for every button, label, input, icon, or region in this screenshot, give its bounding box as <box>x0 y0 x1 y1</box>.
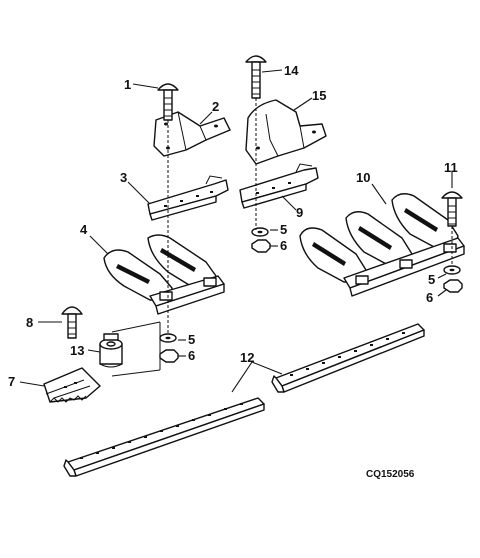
carriage-bolt-14 <box>245 55 267 99</box>
washer-5-right <box>443 265 461 275</box>
lock-nut-6-right <box>443 279 463 293</box>
wear-plate-3 <box>147 175 229 221</box>
callout-9: 9 <box>296 205 303 220</box>
lock-nut-6-middle <box>251 239 271 253</box>
wear-plate-9 <box>239 163 319 209</box>
callout-6-left: 6 <box>188 348 195 363</box>
knife-guard-double-4 <box>103 234 225 315</box>
figure-code: CQ152056 <box>366 469 415 480</box>
hex-nut-13 <box>99 333 123 368</box>
callout-7: 7 <box>8 374 15 389</box>
callout-10: 10 <box>356 170 370 185</box>
callout-1: 1 <box>124 77 131 92</box>
assembly-bracket-lines <box>111 321 161 377</box>
callout-6-right: 6 <box>426 290 433 305</box>
washer-5-left <box>159 333 177 343</box>
knife-back-bar-left <box>63 397 265 477</box>
leader-lines <box>19 69 453 393</box>
callout-11: 11 <box>444 160 458 175</box>
callout-6-middle: 6 <box>280 238 287 253</box>
hold-down-bracket-15 <box>245 99 327 165</box>
callout-15: 15 <box>312 88 326 103</box>
hold-down-clip-2 <box>153 111 231 157</box>
callout-5-middle: 5 <box>280 222 287 237</box>
knife-guard-triple-10 <box>299 193 465 297</box>
lock-nut-6-left <box>159 349 179 363</box>
washer-5-middle <box>251 227 269 237</box>
callout-12: 12 <box>240 350 254 365</box>
callout-labels: 1 2 3 4 5 5 5 6 6 6 7 8 9 10 11 12 13 14… <box>8 63 458 389</box>
callout-5-right: 5 <box>428 272 435 287</box>
callout-3: 3 <box>120 170 127 185</box>
callout-8: 8 <box>26 315 33 330</box>
callout-2: 2 <box>212 99 219 114</box>
callout-13: 13 <box>70 343 84 358</box>
knife-back-bar-right <box>271 323 425 393</box>
callout-5-left: 5 <box>188 332 195 347</box>
carriage-bolt-8 <box>61 306 83 339</box>
callout-4: 4 <box>80 222 88 237</box>
carriage-bolt-1 <box>157 83 179 121</box>
knife-section <box>43 367 101 403</box>
callout-14: 14 <box>284 63 299 78</box>
